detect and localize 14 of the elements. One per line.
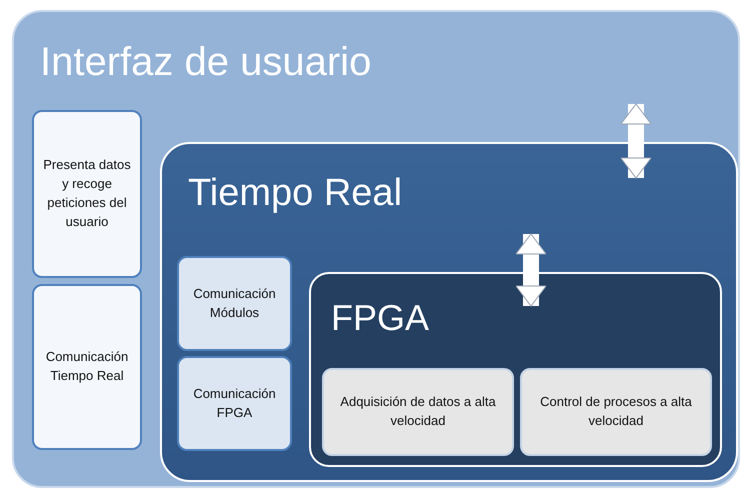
info-card: Control de procesos a alta velocidad <box>520 368 712 456</box>
panel-title: FPGA <box>331 300 430 336</box>
info-card: Comunicación FPGA <box>177 356 292 451</box>
info-card: Comunicación Tiempo Real <box>32 284 142 450</box>
panel-title: Tiempo Real <box>188 174 402 212</box>
panel <box>309 272 722 467</box>
double-arrow <box>620 104 652 178</box>
double-arrow <box>516 234 546 306</box>
panel-title: Interfaz de usuario <box>40 42 372 82</box>
panel <box>160 142 738 482</box>
panel <box>12 10 740 488</box>
info-card: Comunicación Módulos <box>177 256 292 351</box>
info-card: Presenta datos y recoge peticiones del usuario <box>32 110 142 278</box>
info-card: Adquisición de datos a alta velocidad <box>322 368 514 456</box>
